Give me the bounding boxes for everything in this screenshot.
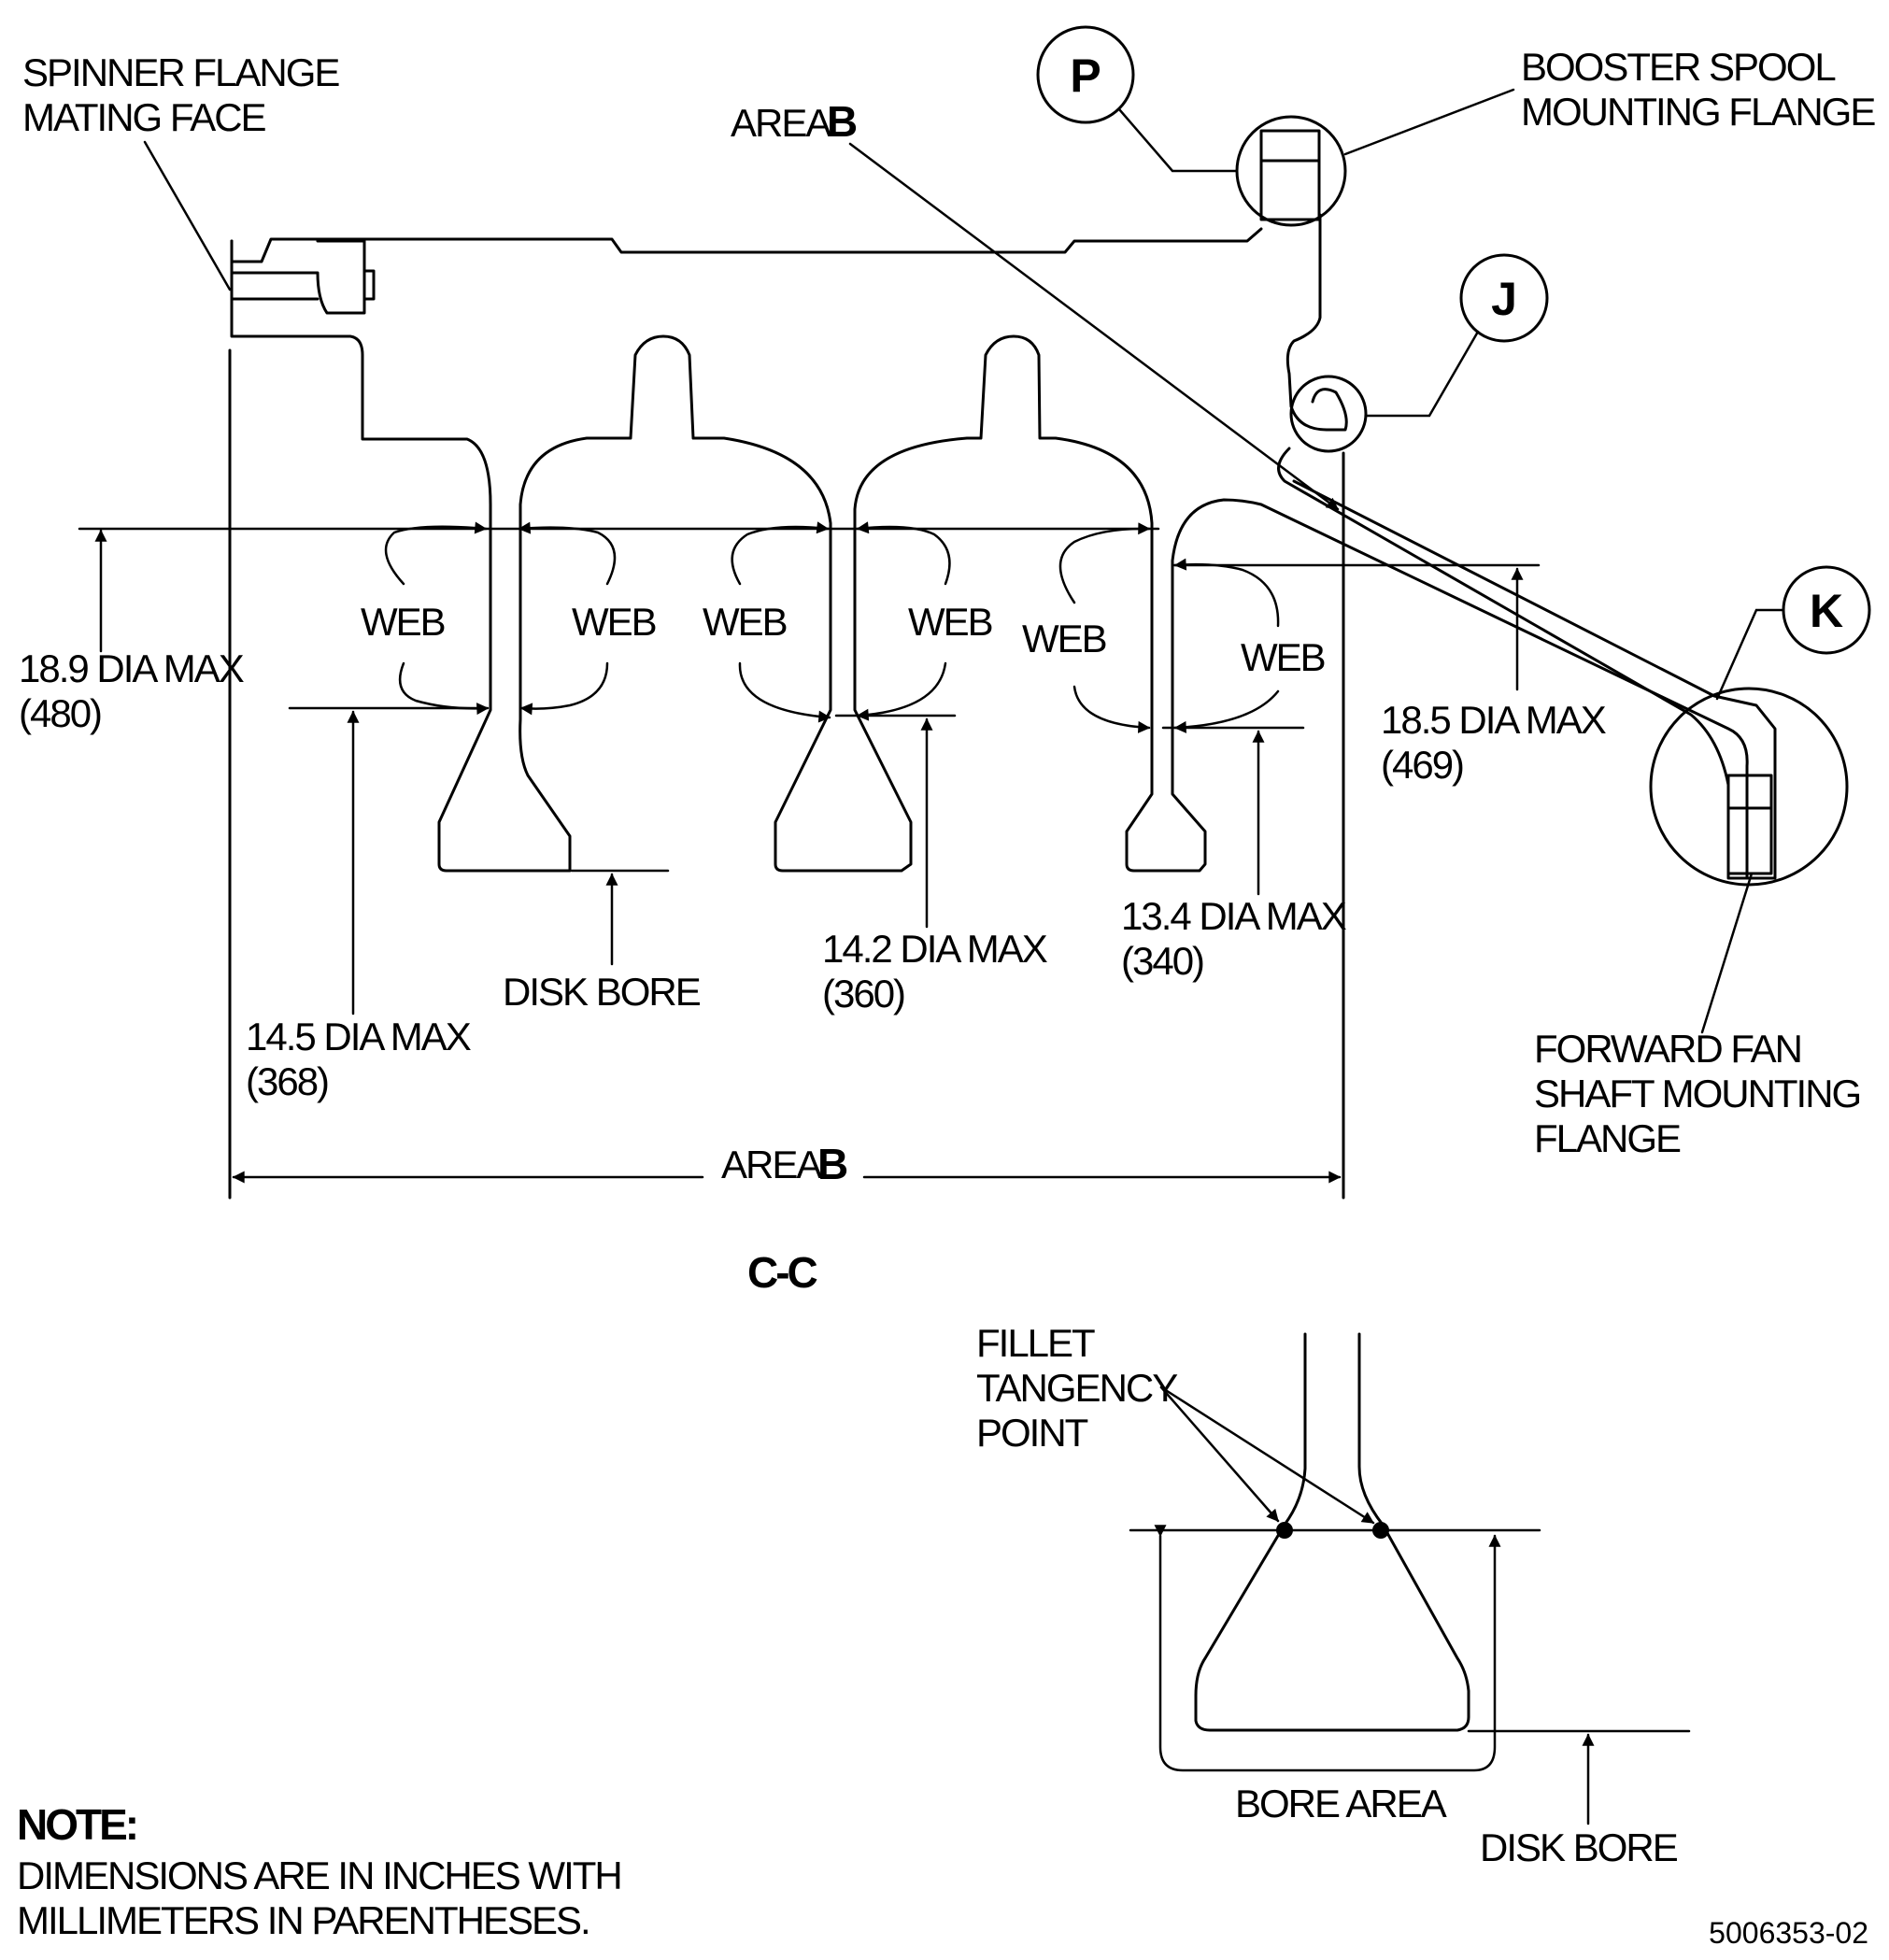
web-arrow-6b [1173, 689, 1280, 733]
fillet-leader-left [1159, 1385, 1280, 1523]
spinner-flange-label-1: SPINNER FLANGE [22, 50, 339, 94]
disk-bore-label: DISK BORE [503, 970, 701, 1014]
booster-spool-label-1: BOOSTER SPOOL [1521, 45, 1835, 89]
forward-shaft-cone [1277, 447, 1777, 880]
detail-p-zone [1235, 115, 1347, 227]
dim-14-5 [288, 706, 488, 1016]
web-label-6: WEB [1241, 635, 1325, 679]
dim-13-4-value: 13.4 DIA MAX [1121, 894, 1347, 938]
area-b-bottom-prefix: AREA [721, 1143, 822, 1186]
detail-k-zone [1649, 687, 1849, 887]
disk-bore-dim [570, 869, 670, 966]
detail-p-leader [1117, 107, 1239, 173]
web-label-1: WEB [361, 600, 445, 644]
dim-18-5-metric: (469) [1381, 743, 1463, 787]
fillet-label-3: POINT [976, 1411, 1088, 1455]
section-label: C-C [747, 1248, 817, 1297]
booster-spool-leader [1343, 88, 1515, 156]
detail-j-letter: J [1491, 273, 1517, 325]
note-line-1: DIMENSIONS ARE IN INCHES WITH [17, 1853, 621, 1897]
spinner-flange-leader [143, 140, 232, 291]
detail-p-letter: P [1070, 50, 1101, 102]
detail-j[interactable]: J [1289, 253, 1549, 453]
dim-14-5-value: 14.5 DIA MAX [246, 1015, 472, 1058]
dim-13-4 [1161, 726, 1305, 896]
bore-area-label: BORE AREA [1235, 1782, 1447, 1825]
area-b-bottom-letter: B [817, 1140, 848, 1188]
fillet-leader-right [1159, 1385, 1375, 1525]
detail-j-leader [1364, 330, 1480, 418]
web-arrow-3 [731, 521, 830, 586]
top-drum-line [230, 227, 1263, 263]
forward-fan-shaft-leader [1700, 872, 1754, 1034]
web-arrow-2 [518, 521, 617, 586]
figure-number: 5006353-02 [1709, 1916, 1868, 1950]
web-label-3: WEB [703, 600, 787, 644]
spinner-flange-label-2: MATING FACE [22, 95, 266, 139]
dim-13-4-metric: (340) [1121, 939, 1203, 983]
dim-18-9-metric: (480) [19, 691, 101, 735]
fillet-point-right [1372, 1522, 1389, 1539]
forward-fan-label-2: SHAFT MOUNTING [1534, 1072, 1860, 1115]
detail-k-letter: K [1810, 585, 1843, 637]
detail-disk-bore-label: DISK BORE [1480, 1825, 1678, 1869]
fan-shaft-flange-block [1726, 774, 1773, 875]
forward-fan-label-3: FLANGE [1534, 1116, 1681, 1160]
bore-area-bracket [1154, 1525, 1501, 1772]
web-arrow-6 [1173, 558, 1280, 628]
dim-14-2-metric: (360) [822, 972, 904, 1016]
web-arrows [384, 521, 1280, 733]
area-b-leader [848, 142, 1340, 511]
area-b-top-prefix: AREA [731, 101, 831, 145]
rotor-outer-outline [230, 239, 1749, 880]
web-arrow-4 [856, 521, 951, 586]
note-title: NOTE: [17, 1800, 136, 1849]
dim-14-5-metric: (368) [246, 1059, 328, 1103]
detail-k-leader [1715, 608, 1784, 701]
web-arrow-3b [738, 661, 831, 723]
web-arrow-1 [384, 521, 488, 586]
fillet-label-1: FILLET [976, 1321, 1095, 1365]
web-arrow-5 [1058, 522, 1151, 604]
detail-p-marker [1036, 25, 1135, 124]
detail-p[interactable]: P [1036, 25, 1347, 227]
area-b-top-letter: B [827, 97, 858, 146]
web-label-4: WEB [908, 600, 992, 644]
booster-flange-block [1259, 129, 1321, 221]
spinner-flange-bolt [230, 239, 376, 315]
dim-18-5-value: 18.5 DIA MAX [1381, 698, 1607, 742]
dim-18-9 [78, 527, 1160, 653]
dim-14-2 [834, 714, 957, 929]
bore-disk-outline [1194, 1332, 1470, 1732]
forward-fan-label-1: FORWARD FAN [1534, 1027, 1801, 1071]
detail-j-marker [1459, 253, 1549, 343]
web-arrow-1b [398, 661, 490, 716]
booster-spool-label-2: MOUNTING FLANGE [1521, 90, 1875, 134]
dim-18-9-value: 18.9 DIA MAX [19, 646, 245, 690]
detail-j-zone [1289, 375, 1368, 453]
bore-area-detail [1129, 1332, 1691, 1825]
web-label-2: WEB [572, 600, 656, 644]
dim-14-2-value: 14.2 DIA MAX [822, 927, 1048, 971]
note-line-2: MILLIMETERS IN PARENTHESES. [17, 1898, 589, 1942]
web-arrow-4b [856, 661, 947, 721]
web-arrow-5b [1072, 685, 1151, 733]
fillet-label-2: TANGENCY [976, 1366, 1178, 1410]
dim-18-5 [1172, 563, 1541, 691]
web-arrow-2b [519, 661, 609, 716]
detail-k[interactable]: K [1649, 565, 1871, 887]
web-label-5: WEB [1022, 617, 1106, 660]
aft-drum-wall [1285, 213, 1348, 432]
fillet-point-left [1276, 1522, 1293, 1539]
